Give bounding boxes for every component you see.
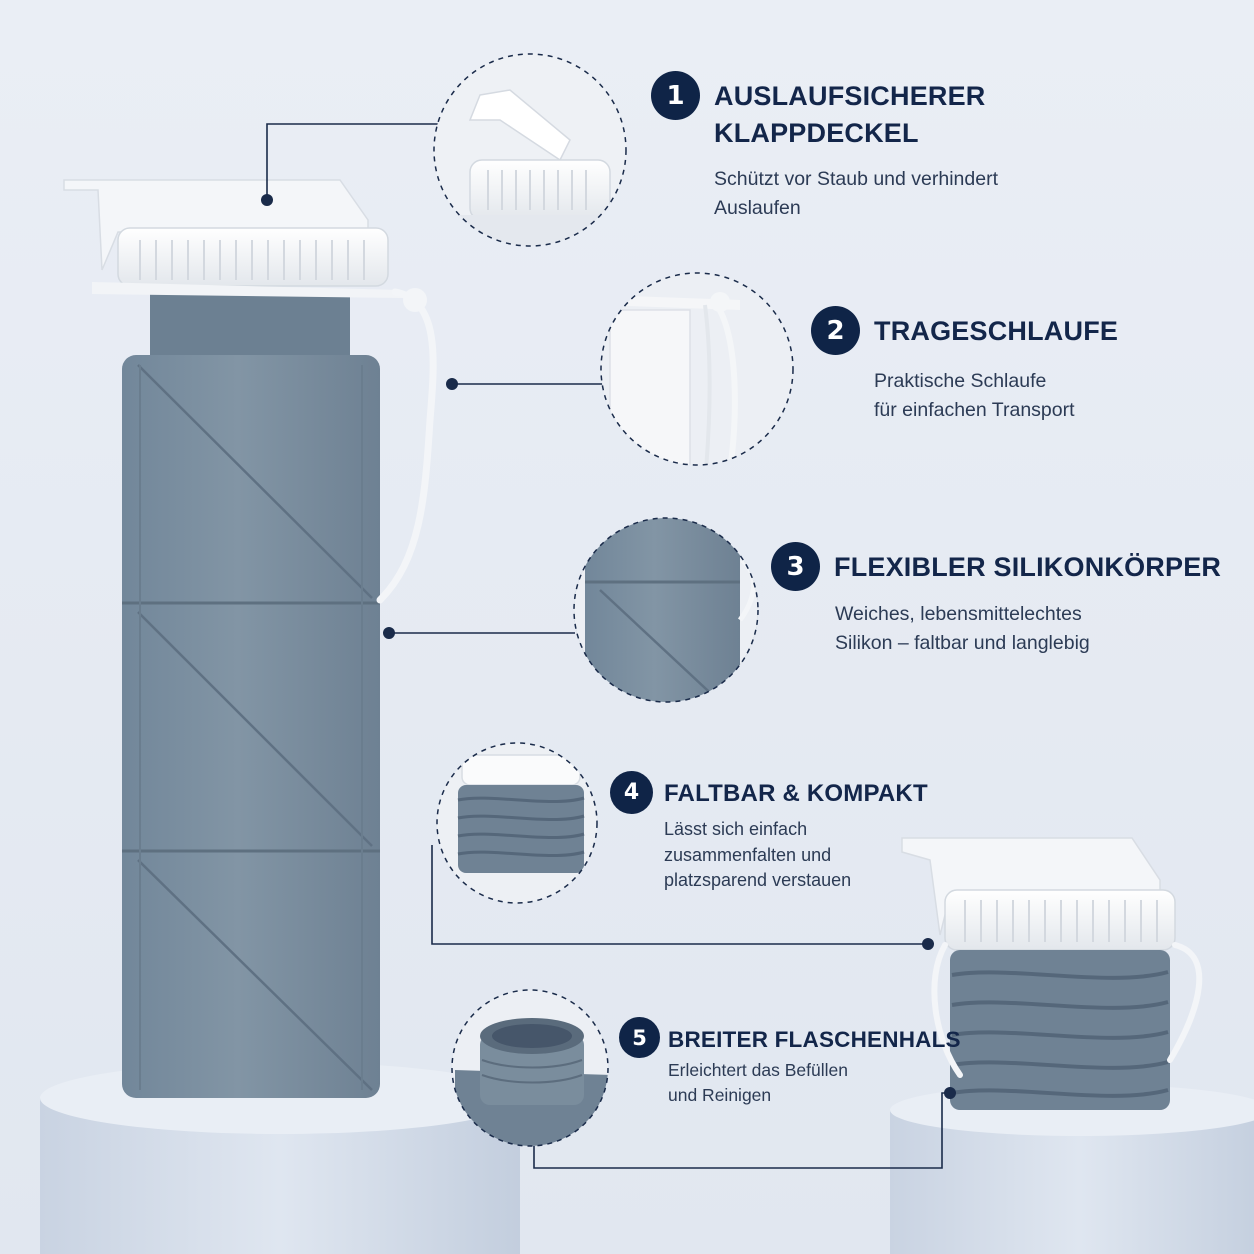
feature-desc-line: für einfachen Transport: [874, 399, 1075, 421]
feature-title: BREITER FLASCHENHALS: [668, 1021, 961, 1058]
feature-number-badge: 3: [771, 542, 820, 591]
feature-title: TRAGESCHLAUFE: [874, 313, 1118, 350]
feature-number-badge: 4: [610, 771, 653, 814]
feature-description: Erleichtert das Befüllen und Reinigen: [668, 1058, 848, 1108]
detail-circle-neck: [451, 989, 609, 1147]
feature-number-badge: 1: [651, 71, 700, 120]
feature-title-line: BREITER FLASCHENHALS: [668, 1027, 961, 1052]
feature-description: Weiches, lebensmittelechtes Silikon – fa…: [835, 600, 1090, 658]
feature-desc-line: Silikon – faltbar und langlebig: [835, 632, 1090, 654]
feature-desc-line: Praktische Schlaufe: [874, 370, 1047, 392]
feature-number-badge: 5: [619, 1017, 660, 1058]
feature-desc-line: Auslaufen: [714, 197, 801, 219]
bottle-folded: [901, 837, 1203, 1110]
connector-dots: [261, 194, 956, 1099]
feature-title: AUSLAUFSICHERER KLAPPDECKEL: [714, 78, 986, 152]
feature-desc-line: Erleichtert das Befüllen: [668, 1060, 848, 1080]
feature-desc-line: Weiches, lebensmittelechtes: [835, 603, 1082, 625]
feature-number-badge: 2: [811, 306, 860, 355]
bottle-main: [63, 179, 437, 1098]
feature-desc-line: Lässt sich einfach: [664, 819, 808, 839]
feature-title: FALTBAR & KOMPAKT: [664, 775, 928, 812]
feature-desc-line: platzsparend verstauen: [664, 870, 852, 890]
detail-circle-body: [573, 517, 759, 703]
feature-desc-line: und Reinigen: [668, 1085, 772, 1105]
feature-title-line: AUSLAUFSICHERER: [714, 81, 986, 111]
feature-title-line: KLAPPDECKEL: [714, 118, 919, 148]
feature-desc-line: Schützt vor Staub und verhindert: [714, 168, 998, 190]
feature-description: Lässt sich einfach zusammenfalten und pl…: [664, 817, 851, 894]
feature-title-line: FALTBAR & KOMPAKT: [664, 780, 928, 807]
feature-description: Schützt vor Staub und verhindert Auslauf…: [714, 165, 998, 223]
detail-circle-strap: [600, 272, 794, 466]
feature-description: Praktische Schlaufe für einfachen Transp…: [874, 367, 1075, 425]
feature-title-line: TRAGESCHLAUFE: [874, 316, 1119, 346]
feature-title-line: FLEXIBLER SILIKONKÖRPER: [834, 552, 1222, 582]
feature-desc-line: zusammenfalten und: [664, 844, 832, 865]
detail-circle-lid: [433, 53, 627, 247]
feature-title: FLEXIBLER SILIKONKÖRPER: [834, 549, 1221, 586]
detail-circle-folded: [436, 742, 598, 904]
